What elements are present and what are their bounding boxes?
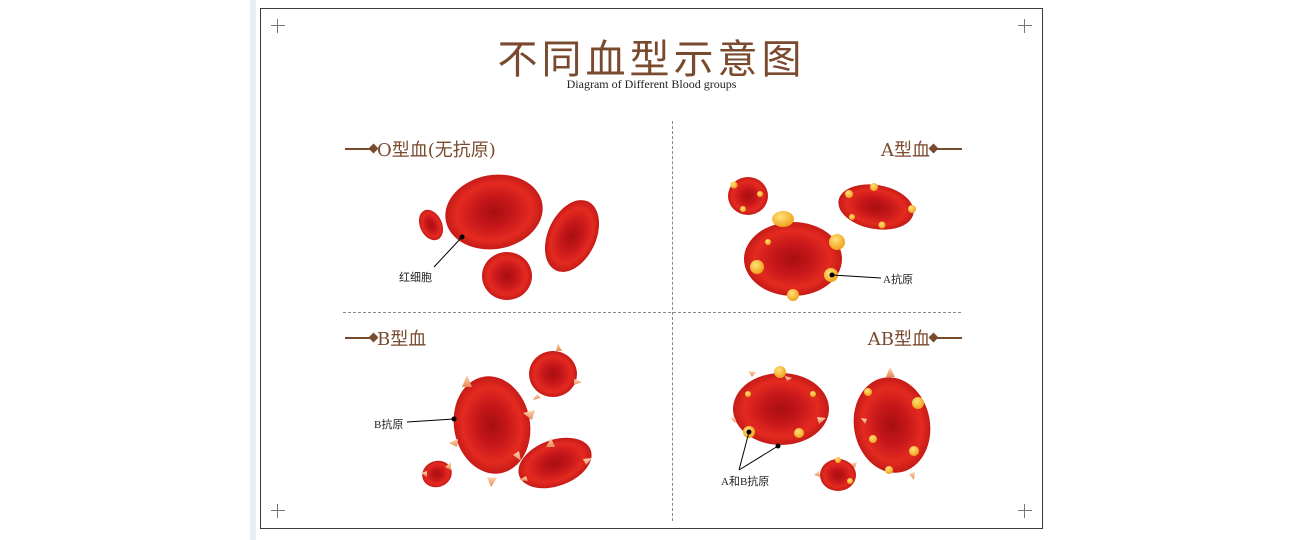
arrow-right-icon	[345, 337, 375, 339]
antigen-b-markers	[421, 343, 592, 487]
left-edge-strip	[250, 0, 256, 540]
cell-group-ab	[730, 366, 931, 491]
annotation-a-antigen: A抗原	[883, 274, 913, 286]
label-text-o: O型血(无抗原)	[377, 140, 496, 161]
pointer-line	[738, 431, 750, 471]
arrow-left-icon	[932, 148, 962, 150]
annotation-ab-antigen: A和B抗原	[721, 476, 770, 488]
label-text-a: A型血	[881, 140, 930, 161]
arrow-left-icon	[932, 337, 962, 339]
crosshair-mark	[1018, 504, 1032, 518]
red-blood-cell	[445, 174, 543, 250]
pointer-line	[433, 236, 463, 268]
pointer-line	[738, 445, 779, 471]
cell-group-a	[728, 177, 916, 301]
vertical-divider	[672, 121, 673, 521]
cell-group-b	[406, 343, 592, 489]
page-title: 不同血型示意图	[497, 37, 806, 83]
red-blood-cell	[418, 209, 444, 241]
quadrant-label-a: A型血	[881, 136, 962, 162]
antigen-b-markers	[730, 367, 915, 480]
red-blood-cell	[422, 460, 452, 488]
annotation-b-antigen: B抗原	[374, 419, 404, 431]
arrow-right-icon	[345, 148, 375, 150]
red-blood-cell	[453, 376, 531, 474]
cell-group-o	[418, 174, 600, 300]
blood-cell-illustration	[406, 174, 931, 491]
crosshair-mark	[1018, 19, 1032, 33]
horizontal-divider	[343, 312, 961, 313]
pointer-line	[406, 418, 455, 423]
red-blood-cell	[744, 222, 842, 296]
label-text-ab: AB型血	[867, 329, 930, 350]
quadrant-label-b: B型血	[345, 325, 426, 351]
page-subtitle: Diagram of Different Blood groups	[566, 77, 737, 91]
red-blood-cell	[733, 373, 829, 445]
red-blood-cell	[728, 177, 768, 215]
red-blood-cell	[544, 200, 600, 272]
crosshair-mark	[271, 19, 285, 33]
label-text-b: B型血	[377, 329, 427, 350]
crosshair-mark	[271, 504, 285, 518]
red-blood-cell	[820, 459, 856, 491]
red-blood-cell	[529, 351, 577, 397]
antigen-a-markers	[730, 181, 916, 301]
quadrant-label-o: O型血(无抗原)	[345, 136, 496, 162]
red-blood-cell	[518, 437, 592, 489]
red-blood-cell	[853, 377, 931, 473]
red-blood-cell	[482, 252, 532, 300]
diagram-frame: 不同血型示意图 Diagram of Different Blood group…	[260, 8, 1043, 529]
pointer-line	[831, 274, 882, 279]
annotation-red-cell: 红细胞	[399, 272, 432, 284]
quadrant-label-ab: AB型血	[868, 325, 962, 351]
red-blood-cell	[838, 184, 914, 230]
antigen-a-markers	[743, 366, 924, 484]
